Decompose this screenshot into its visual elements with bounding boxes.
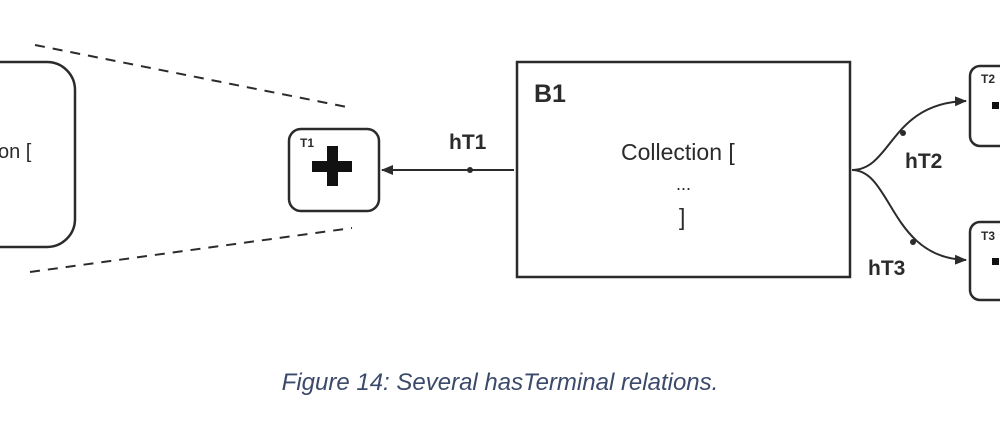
- left-block-text: on [: [0, 141, 32, 163]
- edge-ht1-label: hT1: [449, 131, 487, 154]
- edge-ht3: [851, 169, 967, 265]
- terminal-t3-box: [968, 220, 1000, 302]
- block-b1-line-1: Collection [: [621, 139, 735, 165]
- terminal-t3-label: T3: [981, 229, 996, 243]
- terminal-t2-mark: [992, 102, 999, 109]
- block-b1-line-2: ...: [676, 174, 692, 194]
- edge-ht2-label: hT2: [905, 150, 943, 173]
- figure-caption: Figure 14: Several hasTerminal relations…: [281, 369, 719, 396]
- edge-ht3-label: hT3: [868, 257, 906, 280]
- zoom-line-bottom: [29, 227, 353, 273]
- block-b1-line-3: ]: [679, 204, 686, 230]
- edge-ht2-midpoint: [900, 130, 906, 136]
- terminal-t1-label: T1: [300, 136, 315, 150]
- terminal-t2-box: [968, 64, 1000, 148]
- block-b1: [515, 60, 852, 279]
- edge-ht1-midpoint: [467, 167, 473, 173]
- plus-icon-horizontal: [312, 161, 352, 172]
- edge-ht2: [851, 96, 967, 171]
- left-partial-block: [0, 60, 77, 249]
- terminal-t2-label: T2: [981, 72, 996, 86]
- terminal-t3-mark: [992, 258, 999, 265]
- zoom-line-top: [34, 44, 353, 109]
- edge-ht3-midpoint: [910, 239, 916, 245]
- block-b1-title: B1: [534, 80, 566, 108]
